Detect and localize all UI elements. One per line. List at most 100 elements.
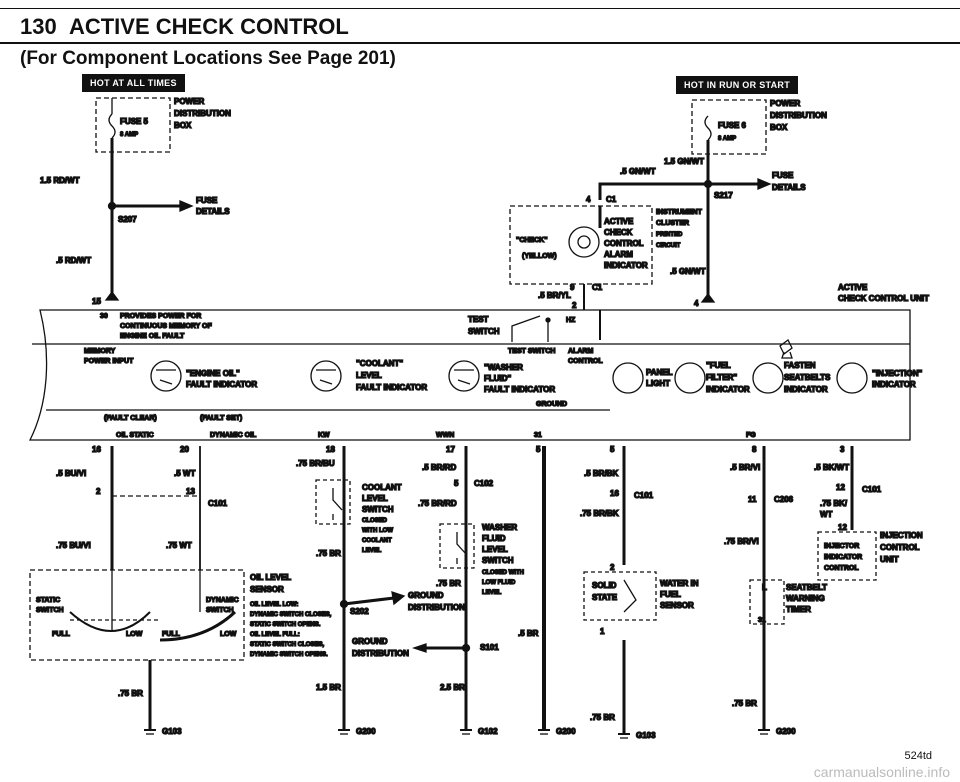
test-switch-symbol (511, 315, 549, 342)
low-2: LOW (220, 631, 237, 638)
ground-2: DISTRIBUTION (408, 603, 465, 612)
unit-mem-4: MEMORY (84, 348, 116, 355)
oil-dynamic-sw: SWITCH (206, 607, 234, 614)
conn-c102: C102 (474, 479, 494, 488)
cluster-alarm: ALARM (604, 250, 633, 259)
conn-c1-b: C1 (592, 283, 603, 292)
fasten-3: INDICATOR (784, 385, 828, 394)
seat-2: WARNING (786, 594, 825, 603)
cluster-circuit: CIRCUIT (656, 243, 681, 249)
splice-s217: S217 (714, 191, 733, 200)
inj-ctl-1: INJECTOR (824, 543, 859, 550)
right-box-box: BOX (770, 123, 788, 132)
seatbelt-lamp-icon (752, 362, 784, 394)
left-box-dist: DISTRIBUTION (174, 109, 231, 118)
left-box-box: BOX (174, 121, 192, 130)
washer-sw-1: WASHER (482, 523, 517, 532)
washer-closed-1: CLOSED WITH (482, 570, 524, 576)
page-header: 130 ACTIVE CHECK CONTROL (20, 14, 349, 40)
pin-31b: 31 (758, 617, 766, 624)
cluster-active: ACTIVE (604, 217, 634, 226)
washer-sw-4: SWITCH (482, 556, 514, 565)
coolant-sw-2: LEVEL (362, 494, 388, 503)
coolant-closed-2: WITH LOW (362, 528, 393, 534)
washer-label-1: "WASHER (484, 363, 523, 372)
unit-31: 31 (534, 432, 542, 439)
page-subtitle: (For Component Locations See Page 201) (20, 48, 396, 69)
pin-1: 1 (600, 627, 605, 636)
washer-sw-2: FLUID (482, 534, 506, 543)
left-box-amp: 8 AMP (120, 132, 138, 138)
conn-c101-a: C101 (208, 499, 228, 508)
oil-note-1: OIL LEVEL LOW: (250, 602, 298, 608)
panel-light-icon (612, 362, 644, 394)
wire-wt: .5 WT (174, 469, 195, 478)
right-details: DETAILS (772, 183, 806, 192)
washer-label-3: FAULT INDICATOR (484, 385, 555, 394)
conn-c101-b: C101 (634, 491, 654, 500)
conn-c1: C1 (606, 195, 617, 204)
water-1: WATER IN (660, 579, 699, 588)
cluster-printed: PRINTED (656, 232, 683, 238)
right-wire-1: 1.5 GN/WT (664, 157, 704, 166)
pin-16: 16 (92, 445, 101, 454)
injector-indicator-box (817, 531, 877, 581)
oil-note-3: STATIC SWITCH OPENS. (250, 622, 321, 628)
right-pin-2: 2 (572, 301, 577, 310)
washer-sw-3: LEVEL (482, 545, 508, 554)
ground-4: DISTRIBUTION (352, 649, 409, 658)
pin-l: L (762, 583, 767, 592)
ground-g103: G103 (162, 727, 182, 736)
ground-g102: G102 (478, 727, 498, 736)
coolant-lamp-icon (310, 360, 342, 392)
pin-16b: 16 (610, 489, 619, 498)
cluster-cluster: CLUSTER (656, 220, 689, 227)
inj-unit-3: UNIT (880, 555, 899, 564)
pin-12b: 12 (838, 523, 847, 532)
pin-5: 5 (536, 445, 541, 454)
cluster-control: CONTROL (604, 239, 644, 248)
right-pin-4a: 4 (586, 195, 591, 204)
pin-17: 17 (446, 445, 455, 454)
right-wire-4: .5 BR/YL (538, 291, 571, 300)
coolant-sw-1: COOLANT (362, 483, 402, 492)
coolant-closed-4: LEVEL (362, 548, 382, 554)
unit-control: CONTROL (568, 358, 603, 365)
fuel-filter-1: "FUEL (706, 361, 731, 370)
wire-br-rd: .5 BR/RD (422, 463, 456, 472)
unit-mem-1: PROVIDES POWER FOR (120, 313, 201, 320)
engine-oil-lamp-icon (150, 360, 182, 392)
oil-static-lbl: STATIC (36, 597, 60, 604)
unit-wwn: WWN (436, 432, 454, 439)
unit-mem-5: POWER INPUT (84, 358, 134, 365)
fasten-2: SEATBELTS (784, 373, 831, 382)
coolant-switch-box (315, 479, 351, 525)
wire-bu-vi-75: .75 BU/VI (56, 541, 91, 550)
pin-8: 8 (752, 445, 757, 454)
pin-2b: 2 (610, 563, 615, 572)
water-sensor-box (583, 571, 657, 621)
oil-static-sw: SWITCH (36, 607, 64, 614)
pin-2: 2 (96, 487, 101, 496)
coolant-sw-3: SWITCH (362, 505, 394, 514)
pin-3: 3 (840, 445, 845, 454)
inj-unit-2: CONTROL (880, 543, 920, 552)
control-unit-outline (28, 309, 911, 441)
seat-3: TIMER (786, 605, 811, 614)
right-box-dist: DISTRIBUTION (770, 111, 827, 120)
check-lamp-icon (568, 226, 600, 258)
wire-br-bk-75: .75 BR/BK (580, 509, 619, 518)
page-title: ACTIVE CHECK CONTROL (68, 14, 349, 39)
unit-test-switch: TEST SWITCH (508, 348, 555, 355)
wire-br-15: 1.5 BR (316, 683, 341, 692)
wire-br-5: .5 BR (518, 629, 539, 638)
cluster-yellow: (YELLOW) (522, 253, 557, 260)
unit-label-2: CHECK CONTROL UNIT (838, 294, 929, 303)
wire-br-75-d: .75 BR (590, 713, 615, 722)
pin-18: 18 (326, 445, 335, 454)
wire-bk-75: .75 BK/ (820, 499, 848, 508)
unit-label-1: ACTIVE (838, 283, 868, 292)
engine-oil-label-1: "ENGINE OIL" (186, 369, 240, 378)
conn-c206: C206 (774, 495, 794, 504)
